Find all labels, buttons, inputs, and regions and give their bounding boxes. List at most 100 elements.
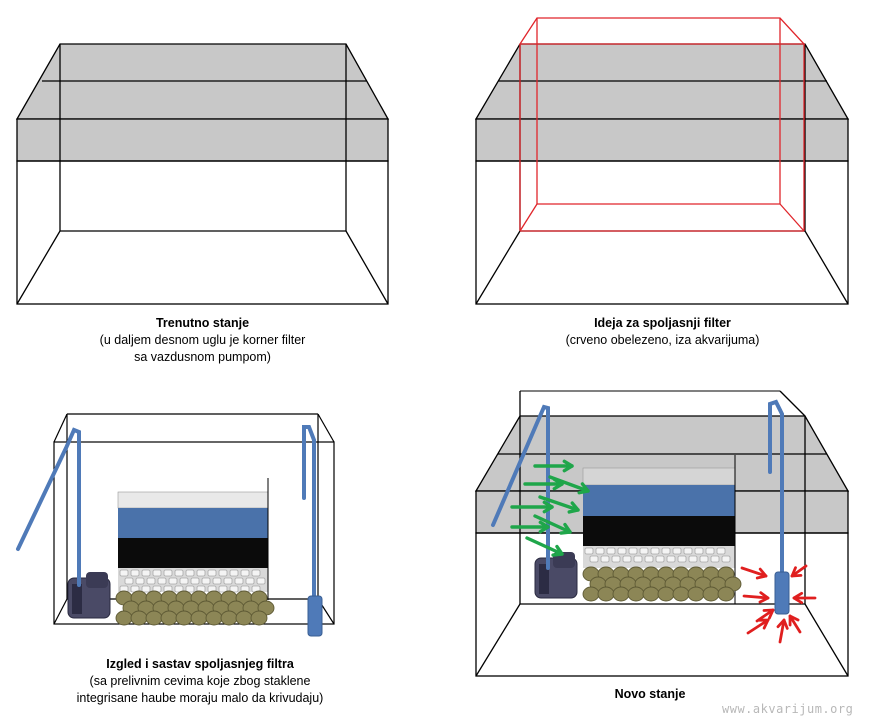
watermark: www.akvarijum.org bbox=[722, 702, 854, 716]
ceramic-rings bbox=[119, 569, 266, 593]
ceramic-ring bbox=[611, 555, 621, 563]
inflow-arrow-head bbox=[552, 477, 564, 491]
caption-filter-line-2: integrisane haube moraju malo da krivuda… bbox=[76, 691, 324, 705]
ceramic-ring bbox=[124, 577, 134, 585]
ceramic-ring bbox=[179, 577, 189, 585]
ceramic-ring bbox=[190, 577, 200, 585]
ceramic-ring bbox=[218, 585, 228, 593]
outflow-arrow-head bbox=[757, 618, 770, 630]
gravel-stone bbox=[190, 610, 208, 626]
outflow-arrow-head bbox=[762, 608, 775, 620]
ceramic-ring bbox=[141, 569, 151, 577]
inflow-arrow-shaft bbox=[538, 495, 580, 512]
hood-front-current bbox=[16, 118, 389, 162]
ceramic-ring bbox=[617, 547, 627, 555]
ceramic-ring bbox=[650, 547, 660, 555]
caption-idea-title: Ideja za spoljasnji filter bbox=[594, 316, 731, 330]
ceramic-ring bbox=[600, 555, 610, 563]
ceramic-ring bbox=[672, 547, 682, 555]
ceramic-ring bbox=[666, 555, 676, 563]
ceramic-ring bbox=[622, 555, 632, 563]
ceramic-ring bbox=[163, 569, 173, 577]
ceramic-ring bbox=[683, 547, 693, 555]
caption-filter: Izgled i sastav spoljasnjeg filtra (sa p… bbox=[20, 656, 380, 707]
ceramic-ring bbox=[251, 569, 261, 577]
water-outflow-arrows bbox=[740, 564, 817, 644]
ceramic-ring bbox=[212, 577, 222, 585]
ceramic-ring bbox=[644, 555, 654, 563]
ceramic-ring bbox=[185, 585, 195, 593]
gravel-stone bbox=[657, 586, 675, 602]
gravel-stone bbox=[582, 586, 600, 602]
ceramic-ring bbox=[207, 569, 217, 577]
caption-current-line-1: (u daljem desnom uglu je korner filter bbox=[99, 333, 306, 347]
inflow-arrow-head bbox=[562, 459, 574, 473]
gravel-stone bbox=[145, 610, 163, 626]
ceramic-ring bbox=[174, 569, 184, 577]
ceramic-ring bbox=[639, 547, 649, 555]
ceramic-ring bbox=[595, 547, 605, 555]
caption-idea-line-1: (crveno obelezeno, iza akvarijuma) bbox=[565, 333, 760, 347]
outflow-arrow-head bbox=[790, 566, 803, 578]
ceramic-ring bbox=[240, 569, 250, 577]
gravel-stone bbox=[250, 610, 268, 626]
ceramic-ring bbox=[135, 577, 145, 585]
overflow-pipes-new bbox=[491, 399, 784, 577]
gravel-stones-new bbox=[582, 566, 742, 602]
ceramic-ring bbox=[229, 569, 239, 577]
inflow-arrow-head bbox=[542, 500, 554, 514]
ceramic-ring bbox=[218, 569, 228, 577]
ceramic-ring bbox=[710, 555, 720, 563]
ceramic-ring bbox=[168, 577, 178, 585]
gravel-stone bbox=[687, 586, 705, 602]
outflow-arrow-head bbox=[792, 591, 804, 605]
gravel-stone bbox=[672, 586, 690, 602]
ceramic-ring bbox=[688, 555, 698, 563]
water-inflow-arrows bbox=[510, 459, 590, 557]
ceramic-ring bbox=[633, 555, 643, 563]
inflow-arrow-head bbox=[567, 501, 580, 514]
ceramic-ring bbox=[705, 547, 715, 555]
ceramic-ring bbox=[661, 547, 671, 555]
tank-current bbox=[15, 43, 390, 305]
tank-idea bbox=[474, 43, 850, 305]
ceramic-ring bbox=[256, 577, 266, 585]
gravel-stone bbox=[115, 610, 133, 626]
gravel-stone bbox=[612, 586, 630, 602]
outflow-arrow-head bbox=[755, 567, 768, 580]
ceramic-rings-new bbox=[584, 547, 731, 563]
pump-icon bbox=[67, 572, 111, 619]
outflow-arrow-shaft bbox=[790, 564, 808, 578]
inflow-arrow-shaft bbox=[525, 536, 564, 556]
ceramic-ring bbox=[606, 547, 616, 555]
inflow-arrow-head bbox=[551, 544, 564, 557]
ceramic-ring bbox=[146, 577, 156, 585]
ceramic-ring bbox=[699, 555, 709, 563]
ceramic-ring bbox=[223, 577, 233, 585]
overflow-pipes bbox=[16, 425, 316, 600]
outflow-arrow-head bbox=[776, 618, 789, 630]
media-blue-layer bbox=[118, 508, 268, 538]
gravel-stone bbox=[717, 586, 735, 602]
outflow-arrow-shaft bbox=[746, 618, 770, 635]
ceramic-ring bbox=[589, 555, 599, 563]
caption-idea: Ideja za spoljasnji filter (crveno obele… bbox=[485, 315, 840, 349]
gravel-stones bbox=[115, 590, 275, 626]
outflow-arrow-shaft bbox=[788, 614, 802, 634]
outflow-arrow-head bbox=[788, 614, 800, 627]
caption-new-title: Novo stanje bbox=[614, 687, 686, 701]
inflow-arrow-head bbox=[577, 482, 590, 495]
inflow-arrow-head bbox=[538, 520, 550, 534]
gravel-stone bbox=[160, 610, 178, 626]
caption-filter-line-1: (sa prelivnim cevima koje zbog staklene bbox=[89, 674, 311, 688]
ceramic-ring bbox=[245, 577, 255, 585]
outflow-arrow-head bbox=[758, 591, 770, 604]
outflow-arrow-shaft bbox=[740, 566, 768, 578]
inflow-arrow-head bbox=[559, 522, 572, 535]
ceramic-ring bbox=[677, 555, 687, 563]
media-white-layer bbox=[117, 491, 269, 509]
ceramic-ring bbox=[584, 547, 594, 555]
external-filter-outline-red bbox=[518, 17, 806, 232]
outflow-arrow-shaft bbox=[742, 594, 770, 600]
